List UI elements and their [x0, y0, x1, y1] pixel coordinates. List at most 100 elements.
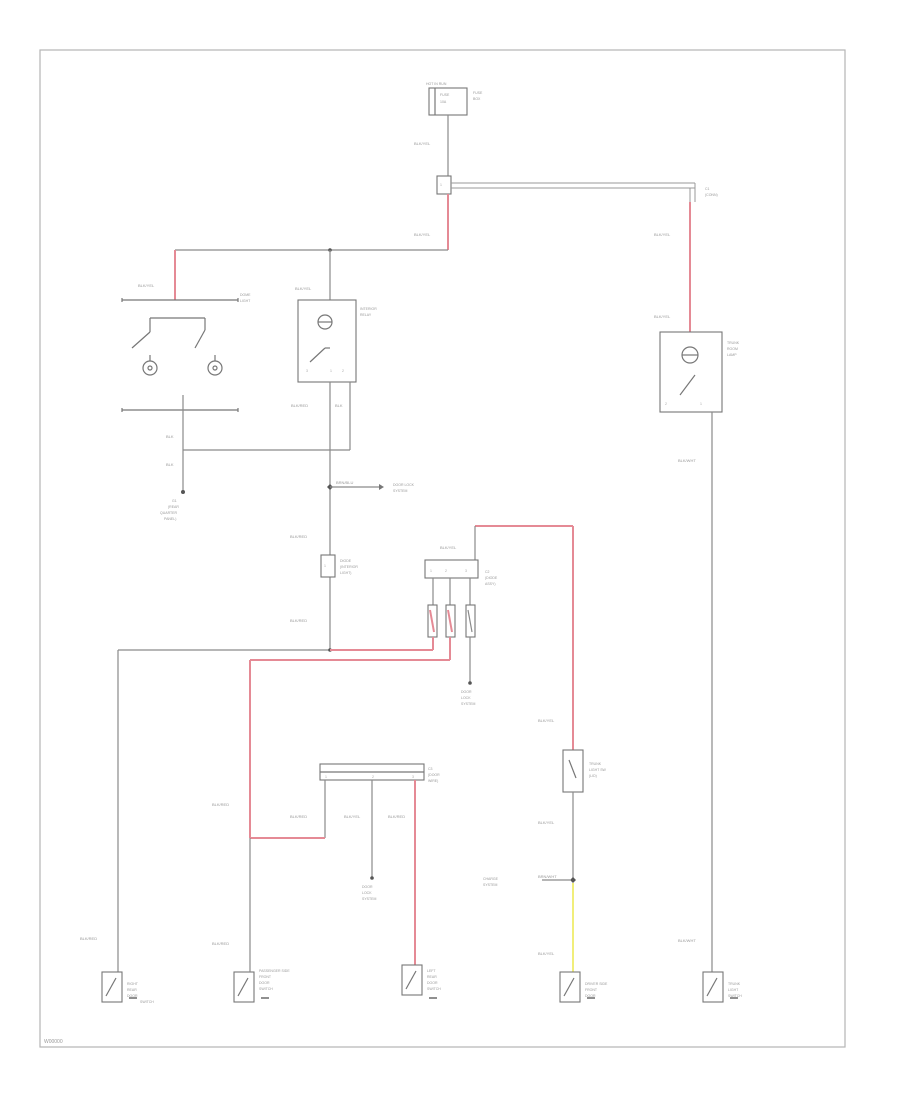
svg-text:BLK/RED: BLK/RED: [290, 814, 307, 819]
svg-text:DOOR LOCK: DOOR LOCK: [393, 483, 415, 487]
svg-text:FUSE: FUSE: [440, 93, 450, 97]
svg-text:DOOR: DOOR: [259, 981, 270, 985]
svg-text:TRUNK: TRUNK: [727, 341, 740, 345]
svg-text:FUSE: FUSE: [473, 91, 483, 95]
door-switch-4: DRIVER SIDE FRONT DOOR: [559, 971, 608, 1003]
svg-text:DOOR: DOOR: [427, 981, 438, 985]
svg-text:SWITCH: SWITCH: [427, 987, 441, 991]
svg-text:LOCK: LOCK: [362, 891, 372, 895]
svg-text:3: 3: [412, 775, 414, 779]
svg-text:G1: G1: [172, 499, 177, 503]
svg-text:LIGHT: LIGHT: [240, 299, 251, 303]
svg-text:2: 2: [665, 402, 667, 406]
svg-text:2: 2: [445, 569, 447, 573]
svg-text:LIGHT): LIGHT): [340, 571, 351, 575]
svg-text:BRN/BLU: BRN/BLU: [336, 480, 353, 485]
svg-text:RELAY: RELAY: [360, 313, 372, 317]
dome-light-assembly: DOME LIGHT: [121, 293, 251, 412]
door-switch-1: RIGHT REAR DOOR SWITCH: [101, 971, 154, 1004]
svg-text:SYSTEM: SYSTEM: [483, 883, 497, 887]
svg-text:1: 1: [330, 369, 332, 373]
svg-text:HOT IN RUN: HOT IN RUN: [426, 82, 447, 86]
svg-text:BLK/YEL: BLK/YEL: [440, 545, 457, 550]
svg-text:(DOOR: (DOOR: [428, 773, 440, 777]
svg-text:REAR: REAR: [127, 988, 137, 992]
svg-text:SYSTEM: SYSTEM: [362, 897, 376, 901]
power-source: HOT IN RUN FUSE 10A FUSE BOX: [426, 82, 483, 116]
svg-text:BLK/YEL: BLK/YEL: [654, 232, 671, 237]
connector-c3: 1 2 3 C3 (DOOR WIRE): [319, 763, 440, 783]
svg-text:BLK/YEL: BLK/YEL: [538, 718, 555, 723]
connector-c2: 1 2 3 C2 (DIODE ASSY): [424, 559, 498, 586]
connector-door-lock: BRN/BLU DOOR LOCK SYSTEM: [327, 480, 415, 493]
svg-text:2: 2: [372, 775, 374, 779]
svg-text:BLK: BLK: [335, 403, 343, 408]
footer-code: W00000: [44, 1039, 63, 1045]
svg-text:WIRE): WIRE): [428, 779, 438, 783]
svg-text:BLK/YEL: BLK/YEL: [295, 286, 312, 291]
svg-text:DOME: DOME: [240, 293, 251, 297]
svg-text:SYSTEM: SYSTEM: [461, 702, 475, 706]
svg-text:ASSY): ASSY): [485, 582, 496, 586]
svg-text:(CONN): (CONN): [705, 193, 718, 197]
svg-text:DIODE: DIODE: [340, 559, 352, 563]
svg-text:BLK/RED: BLK/RED: [290, 534, 307, 539]
svg-text:C1: C1: [705, 187, 710, 191]
svg-text:REAR: REAR: [427, 975, 437, 979]
svg-text:FRONT: FRONT: [259, 975, 272, 979]
svg-text:BLK: BLK: [166, 462, 174, 467]
svg-text:LEFT: LEFT: [427, 969, 436, 973]
svg-text:BLK/WHT: BLK/WHT: [678, 458, 696, 463]
svg-text:BLK/RED: BLK/RED: [80, 936, 97, 941]
svg-text:BLK/YEL: BLK/YEL: [414, 141, 431, 146]
svg-text:3: 3: [465, 569, 467, 573]
svg-text:BLK/YEL: BLK/YEL: [538, 820, 555, 825]
svg-text:C2: C2: [485, 570, 490, 574]
svg-text:LIGHT SW: LIGHT SW: [589, 768, 607, 772]
svg-text:INTERIOR: INTERIOR: [360, 307, 377, 311]
svg-text:DOOR: DOOR: [585, 994, 596, 998]
svg-text:TRUNK: TRUNK: [589, 762, 602, 766]
ground-diode-pack: DOOR LOCK SYSTEM: [461, 681, 475, 706]
svg-text:DRIVER SIDE: DRIVER SIDE: [585, 982, 608, 986]
door-switch-3: LEFT REAR DOOR SWITCH: [401, 964, 441, 999]
connector-top-c1: 1: [436, 175, 452, 195]
svg-text:RIGHT: RIGHT: [127, 982, 139, 986]
svg-text:BLK/YEL: BLK/YEL: [138, 283, 155, 288]
svg-text:SWITCH: SWITCH: [259, 987, 273, 991]
svg-text:CHARGE: CHARGE: [483, 877, 499, 881]
svg-text:1: 1: [700, 402, 702, 406]
svg-text:BLK/RED: BLK/RED: [212, 941, 229, 946]
svg-text:BRN/WHT: BRN/WHT: [538, 874, 557, 879]
svg-text:DOOR: DOOR: [127, 994, 138, 998]
interior-relay: 3 1 2 INTERIOR RELAY: [297, 299, 377, 383]
svg-text:BLK/RED: BLK/RED: [212, 802, 229, 807]
ground-left-top: G1 (REAR QUARTER PANEL): [160, 490, 185, 521]
ground-c3: DOOR LOCK SYSTEM: [362, 876, 376, 901]
door-switch-5: TRUNK LIGHT SWITCH: [702, 971, 742, 1003]
svg-text:SWITCH: SWITCH: [140, 1000, 154, 1004]
svg-text:1: 1: [325, 775, 327, 779]
svg-text:BLK/YEL: BLK/YEL: [344, 814, 361, 819]
svg-text:BLK/RED: BLK/RED: [290, 618, 307, 623]
connector-small-center: 1 DIODE (INTERIOR LIGHT): [320, 554, 358, 578]
svg-text:PASSENGER SIDE: PASSENGER SIDE: [259, 969, 290, 973]
svg-text:1: 1: [324, 564, 326, 568]
svg-text:LOCK: LOCK: [461, 696, 471, 700]
svg-text:SYSTEM: SYSTEM: [393, 489, 407, 493]
svg-text:LAMP: LAMP: [727, 353, 737, 357]
svg-text:TRUNK: TRUNK: [728, 982, 741, 986]
svg-text:LIGHT: LIGHT: [728, 988, 739, 992]
svg-text:3: 3: [306, 369, 308, 373]
svg-text:PANEL): PANEL): [164, 517, 176, 521]
svg-text:BLK/RED: BLK/RED: [388, 814, 405, 819]
svg-text:ROOM: ROOM: [727, 347, 738, 351]
door-switch-2: PASSENGER SIDE FRONT DOOR SWITCH: [233, 969, 290, 1003]
svg-text:10A: 10A: [440, 100, 447, 104]
svg-text:BLK/YEL: BLK/YEL: [414, 232, 431, 237]
svg-text:BLK/YEL: BLK/YEL: [538, 951, 555, 956]
svg-text:1: 1: [440, 183, 442, 187]
svg-text:BLK/RED: BLK/RED: [291, 403, 308, 408]
svg-text:(REAR: (REAR: [168, 505, 179, 509]
